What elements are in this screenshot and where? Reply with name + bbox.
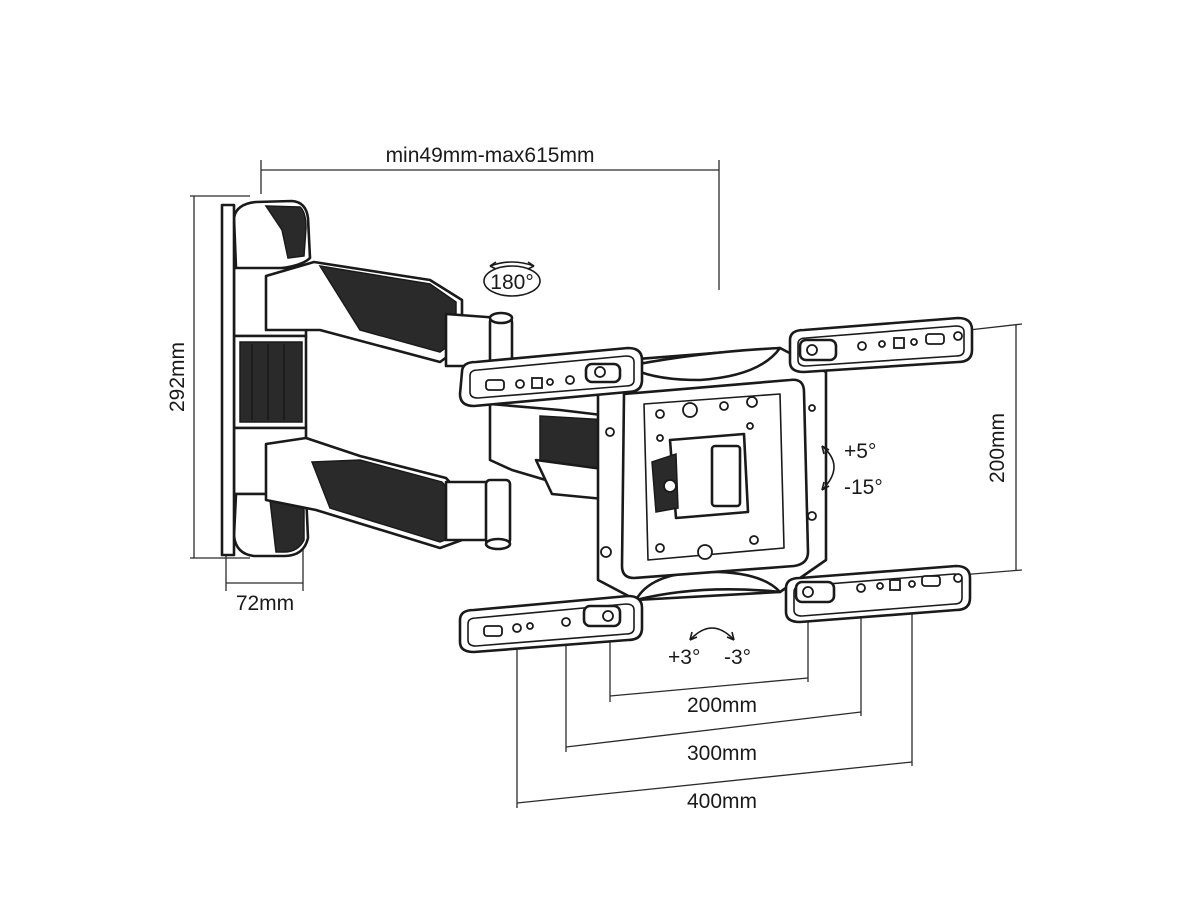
slot-bar-bottom-right: [784, 564, 972, 624]
tv-bracket: [458, 316, 974, 654]
level-minus-label: -3°: [724, 646, 751, 669]
vertical-span-label: 200mm: [986, 413, 1009, 483]
depth-label: 72mm: [236, 592, 294, 615]
slot-bar-bottom-left: [458, 594, 644, 654]
swivel-label: 180°: [490, 271, 533, 294]
level-plus-label: +3°: [668, 646, 700, 669]
lower-arm: [264, 436, 512, 551]
swivel-indicator: [483, 261, 541, 297]
extension-label: min49mm-max615mm: [386, 144, 595, 167]
vesa-200-label: 200mm: [687, 694, 757, 717]
level-indicator: [689, 627, 735, 641]
tilt-down-label: -15°: [844, 476, 883, 499]
vesa-300-label: 300mm: [687, 742, 757, 765]
slot-bar-top-right: [788, 316, 974, 374]
upper-arm: [264, 260, 514, 376]
tilt-indicator: [821, 445, 835, 491]
dimension-lines: [190, 160, 1023, 808]
slot-bar-top-left: [458, 346, 644, 408]
tilt-up-label: +5°: [844, 440, 876, 463]
vesa-400-label: 400mm: [687, 790, 757, 813]
height-label: 292mm: [166, 342, 189, 412]
secondary-arm: [488, 402, 616, 502]
